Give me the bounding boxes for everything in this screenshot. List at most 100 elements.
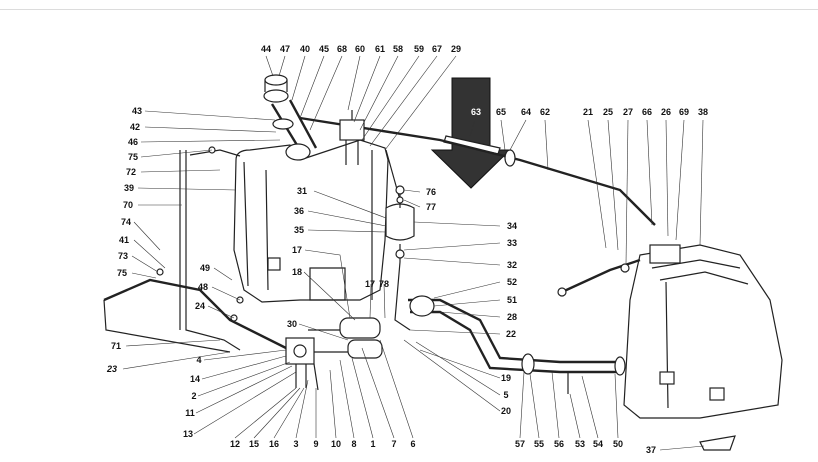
part-label-9: 9 <box>313 439 318 449</box>
part-label-4: 4 <box>196 355 201 365</box>
part-label-41: 41 <box>119 235 129 245</box>
tank-sump <box>309 267 346 301</box>
part-label-47: 47 <box>280 44 290 54</box>
crossover-sleeve-51 <box>409 295 435 317</box>
part-label-64: 64 <box>521 107 531 117</box>
part-label-3: 3 <box>293 439 298 449</box>
part-label-78: 78 <box>379 279 389 289</box>
part-label-48: 48 <box>198 282 208 292</box>
filler-cap-side <box>264 80 288 92</box>
part-label-58: 58 <box>393 44 403 54</box>
part-label-75: 75 <box>128 152 138 162</box>
part-label-24: 24 <box>195 301 205 311</box>
part-label-75b: 75 <box>117 268 127 278</box>
part-label-56: 56 <box>554 439 564 449</box>
part-label-14: 14 <box>190 374 200 384</box>
part-label-43: 43 <box>132 106 142 116</box>
part-label-13: 13 <box>183 429 193 439</box>
part-label-52: 52 <box>507 277 517 287</box>
left-fuel-tank <box>233 139 389 303</box>
part-label-50: 50 <box>613 439 623 449</box>
part-label-63: 63 <box>471 107 481 117</box>
part-label-29: 29 <box>451 44 461 54</box>
part-label-59: 59 <box>414 44 424 54</box>
part-label-44: 44 <box>261 44 271 54</box>
part-label-27: 27 <box>623 107 633 117</box>
part-label-57: 57 <box>515 439 525 449</box>
part-label-25: 25 <box>603 107 613 117</box>
fitting-27 <box>620 263 630 273</box>
part-label-2: 2 <box>191 391 196 401</box>
fuel-pump-30 <box>347 339 383 359</box>
neck-clamp <box>272 118 294 130</box>
part-label-65: 65 <box>496 107 506 117</box>
part-label-23: 23 <box>106 364 117 374</box>
part-label-51: 51 <box>507 295 517 305</box>
clip-76 <box>395 185 405 195</box>
part-label-77: 77 <box>426 202 436 212</box>
part-label-72: 72 <box>126 167 136 177</box>
fuel-filter-34 <box>385 203 415 241</box>
line-72 <box>189 149 241 157</box>
strap-50 <box>659 371 675 385</box>
breather-line-70 <box>179 150 241 351</box>
bracket-37 <box>699 435 736 451</box>
part-labels: 44 47 40 45 68 60 61 58 59 67 29 43 42 4… <box>106 44 708 455</box>
part-label-68: 68 <box>337 44 347 54</box>
part-label-40: 40 <box>300 44 310 54</box>
part-label-39: 39 <box>124 183 134 193</box>
part-label-36: 36 <box>294 206 304 216</box>
clip-73 <box>156 268 164 276</box>
crossover-pipe <box>408 298 620 364</box>
part-label-61: 61 <box>375 44 385 54</box>
breather-line-23 <box>103 299 231 353</box>
part-label-54: 54 <box>593 439 603 449</box>
pump-fitting <box>293 344 307 358</box>
part-label-20: 20 <box>501 406 511 416</box>
part-label-5: 5 <box>503 390 508 400</box>
part-label-7: 7 <box>391 439 396 449</box>
fuel-pump-17 <box>339 317 381 339</box>
part-label-28: 28 <box>507 312 517 322</box>
part-label-42: 42 <box>130 122 140 132</box>
part-label-26: 26 <box>661 107 671 117</box>
part-label-60: 60 <box>355 44 365 54</box>
filter-to-pump-line <box>394 261 411 331</box>
part-label-8: 8 <box>351 439 356 449</box>
part-label-31: 31 <box>297 186 307 196</box>
part-label-35: 35 <box>294 225 304 235</box>
part-label-34: 34 <box>507 221 517 231</box>
part-label-19: 19 <box>501 373 511 383</box>
filler-ring <box>263 89 289 103</box>
part-label-15: 15 <box>249 439 259 449</box>
artwork <box>103 74 783 451</box>
part-label-73: 73 <box>118 251 128 261</box>
part-label-30: 30 <box>287 319 297 329</box>
part-label-18: 18 <box>292 267 302 277</box>
return-line-21 <box>561 258 641 294</box>
part-label-1: 1 <box>370 439 375 449</box>
right-fuel-tank <box>623 244 783 419</box>
tank-neck-38 <box>649 244 681 264</box>
return-fitting <box>557 287 567 297</box>
part-label-76: 76 <box>426 187 436 197</box>
part-label-12: 12 <box>230 439 240 449</box>
part-label-67: 67 <box>432 44 442 54</box>
filler-cap <box>264 74 288 86</box>
part-label-37: 37 <box>646 445 656 455</box>
part-label-66: 66 <box>642 107 652 117</box>
part-label-53: 53 <box>575 439 585 449</box>
vent-grommet <box>504 149 516 167</box>
pipe-clamp-55 <box>521 353 535 375</box>
sender-unit-tubes <box>345 110 359 165</box>
part-label-10: 10 <box>331 439 341 449</box>
sender-unit <box>339 119 365 141</box>
tank-ribs <box>243 161 269 291</box>
part-label-21: 21 <box>583 107 593 117</box>
breather-line-71 <box>103 278 287 350</box>
part-label-38: 38 <box>698 107 708 117</box>
part-label-62: 62 <box>540 107 550 117</box>
part-label-17b: 17 <box>365 279 375 289</box>
part-label-49: 49 <box>200 263 210 273</box>
